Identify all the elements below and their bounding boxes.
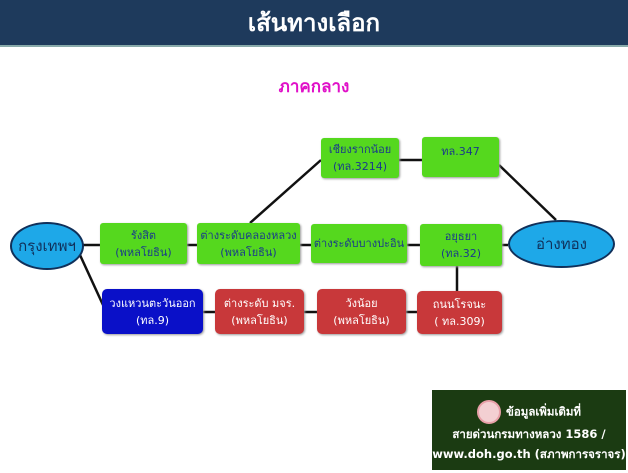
label: ทล.347 (441, 145, 480, 158)
node-bangkok[interactable]: กรุงเทพฯ (10, 222, 84, 270)
label: (พหลโยธิน) (333, 313, 390, 327)
label: กรุงเทพฯ (18, 237, 76, 255)
label: (พหลโยธิน) (231, 313, 288, 327)
label: อยุธยา (444, 230, 478, 243)
label: อ่างทอง (536, 235, 587, 253)
node-eastern-ring[interactable]: วงแหวนตะวันออก (ทล.9) (102, 289, 203, 334)
node-ang-thong[interactable]: อ่างทอง (508, 220, 615, 268)
info-line: ข้อมูลเพิ่มเติมที่ (505, 404, 582, 419)
line (249, 159, 322, 224)
label: (ทล.32) (440, 247, 482, 260)
node-ayutthaya[interactable]: อยุธยา (ทล.32) (420, 224, 502, 266)
label: ต่างระดับ มจร. (223, 296, 296, 310)
line (498, 164, 557, 221)
page-title: เส้นทางเลือก (0, 0, 628, 47)
node-wang-noi[interactable]: วังน้อย (พหลโยธิน) (317, 289, 406, 334)
label: ( ทล.309) (434, 314, 485, 328)
line (78, 254, 105, 306)
label: ต่างระดับบางปะอิน (313, 237, 405, 250)
label: (ทล.3214) (332, 160, 388, 173)
label: รังสิต (130, 228, 157, 242)
node-chiang-rak-noi[interactable]: เชียงรากน้อย (ทล.3214) (321, 138, 399, 178)
info-box: ข้อมูลเพิ่มเติมที่ สายด่วนกรมทางหลวง 158… (432, 390, 626, 470)
label: (ทล.9) (135, 313, 170, 327)
label: ถนนโรจนะ (432, 297, 487, 311)
website-link[interactable]: www.doh.go.th (สภาพการจราจร) (432, 447, 626, 461)
node-mor-jor-ror[interactable]: ต่างระดับ มจร. (พหลโยธิน) (215, 289, 304, 334)
label: วงแหวนตะวันออก (109, 296, 196, 310)
node-route-347[interactable]: ทล.347 (422, 137, 499, 177)
region-label: ภาคกลาง (278, 77, 350, 97)
label: ต่างระดับคลองหลวง (200, 228, 297, 242)
node-khlong-luang[interactable]: ต่างระดับคลองหลวง (พหลโยธิน) (197, 223, 300, 264)
node-rangsit[interactable]: รังสิต (พหลโยธิน) (100, 223, 187, 264)
label: (พหลโยธิน) (115, 245, 172, 259)
label: (พหลโยธิน) (220, 245, 277, 259)
node-bang-pa-in[interactable]: ต่างระดับบางปะอิน (311, 224, 407, 263)
node-rojana[interactable]: ถนนโรจนะ ( ทล.309) (417, 291, 502, 334)
doh-seal-icon (476, 400, 501, 424)
hotline-text: สายด่วนกรมทางหลวง 1586 / (452, 427, 606, 441)
label: เชียงรากน้อย (328, 143, 392, 156)
label: วังน้อย (345, 296, 378, 310)
title-text: เส้นทางเลือก (247, 9, 381, 37)
